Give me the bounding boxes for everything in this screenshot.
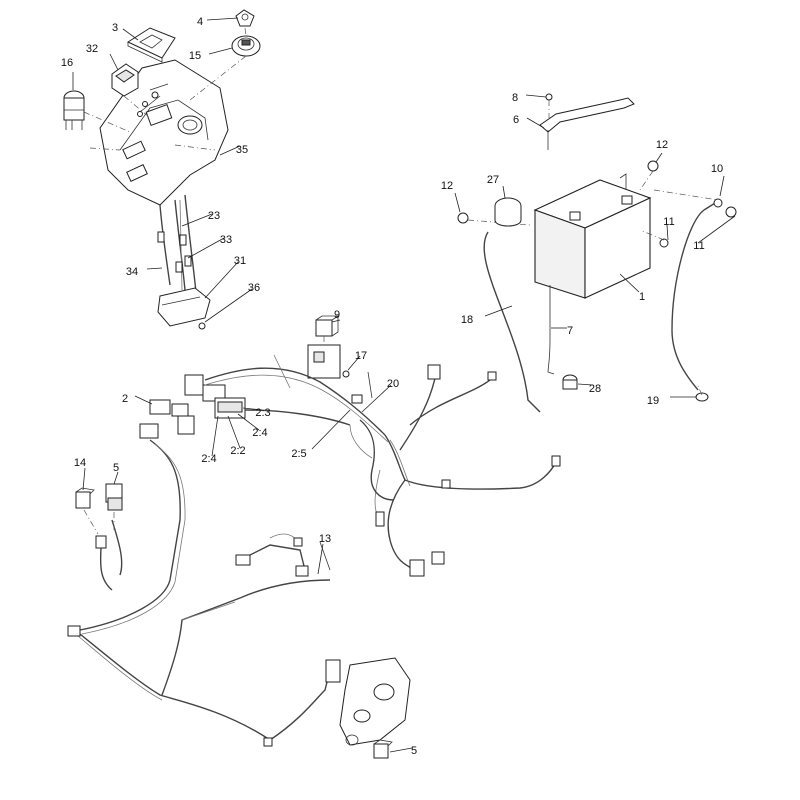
callout-c23b: 2:3 <box>255 407 270 419</box>
callout-c23: 23 <box>208 210 220 222</box>
callout-c9: 9 <box>334 309 340 321</box>
callout-c5a: 5 <box>113 462 119 474</box>
callout-c6: 6 <box>513 114 519 126</box>
callout-c20: 20 <box>387 378 399 390</box>
callout-c11a: 11 <box>663 216 674 228</box>
callout-c17: 17 <box>355 350 367 362</box>
callout-c8: 8 <box>512 92 518 104</box>
leader-lines <box>72 17 736 753</box>
callout-c27: 27 <box>487 174 499 186</box>
callout-c1: 1 <box>639 291 645 303</box>
callout-c28: 28 <box>589 383 601 395</box>
callout-c24b: 2:4 <box>201 453 216 465</box>
callout-c2: 2 <box>122 393 128 405</box>
callout-c5b: 5 <box>411 745 417 757</box>
callout-c12b: 12 <box>441 180 453 192</box>
callout-c19: 19 <box>647 395 659 407</box>
callout-c12a: 12 <box>656 139 668 151</box>
callout-c13: 13 <box>319 533 331 545</box>
callout-c14: 14 <box>74 457 86 469</box>
callout-c10: 10 <box>711 163 723 175</box>
callout-c16: 16 <box>61 57 73 69</box>
callout-c31: 31 <box>234 255 246 267</box>
callout-c33: 33 <box>220 234 232 246</box>
control-panel-assembly <box>63 9 261 330</box>
callout-c18: 18 <box>461 314 473 326</box>
callout-c35: 35 <box>236 144 248 156</box>
callout-c24a: 2:4 <box>252 427 267 439</box>
callout-c22: 2:2 <box>230 445 245 457</box>
callout-c3: 3 <box>112 22 118 34</box>
callout-c4: 4 <box>197 16 203 28</box>
battery-assembly <box>457 93 737 413</box>
callout-c11b: 11 <box>693 240 704 252</box>
callout-c36: 36 <box>248 282 260 294</box>
callout-c15: 15 <box>189 50 201 62</box>
main-wire-harness <box>67 315 561 759</box>
callout-c25: 2:5 <box>291 448 306 460</box>
callout-c7: 7 <box>567 325 573 337</box>
callout-c34: 34 <box>126 266 138 278</box>
callout-c32: 32 <box>86 43 98 55</box>
